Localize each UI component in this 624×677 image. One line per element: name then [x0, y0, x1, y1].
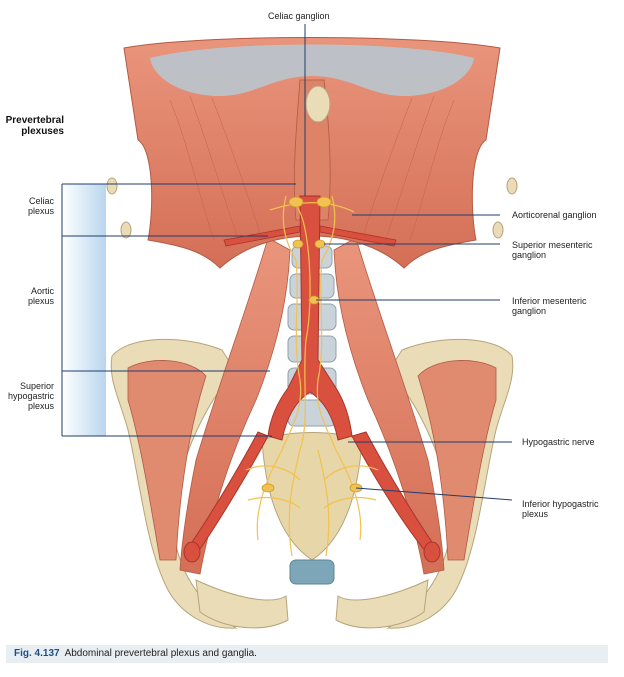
inferior-mesenteric-line-1: Inferior mesenteric — [512, 296, 587, 306]
rib-ends — [106, 177, 518, 239]
superior-hypogastric-plexus-label: Superior hypogastric plexus — [4, 381, 54, 411]
inferior-hypogastric-plexus-label: Inferior hypogastric plexus — [522, 499, 599, 519]
nerve-plexus — [245, 195, 379, 557]
plexus-bracket — [62, 184, 106, 436]
inferior-hypogastric-line-2: plexus — [522, 509, 549, 519]
central-tendon — [150, 44, 474, 96]
esophageal-hiatus — [305, 85, 331, 123]
superior-mesenteric-ganglion-label: Superior mesenteric ganglion — [512, 240, 593, 260]
superior-hypogastric-line-3: plexus — [27, 401, 54, 411]
superior-hypogastric-line-1: Superior — [19, 381, 54, 391]
left-iliac-cut-end — [183, 541, 201, 563]
celiac-ganglion-label: Celiac ganglion — [268, 11, 330, 21]
superior-mesenteric-line-2: ganglion — [512, 250, 547, 260]
pubic-symphysis — [289, 559, 335, 585]
superior-mesenteric-line-1: Superior mesenteric — [512, 240, 593, 250]
figure-caption: Fig. 4.137 Abdominal prevertebral plexus … — [6, 645, 608, 663]
figure-number: Fig. 4.137 — [14, 648, 60, 659]
pubic-region — [195, 579, 429, 629]
celiac-plexus-line-2: plexus — [27, 206, 54, 216]
right-psoas-muscle — [333, 237, 445, 575]
celiac-plexus-label: Celiac plexus — [4, 196, 54, 216]
inferior-mesenteric-line-2: ganglion — [512, 306, 547, 316]
celiac-plexus-line-1: Celiac — [28, 196, 54, 206]
heading-line-2: plexuses — [21, 126, 64, 137]
left-psoas-muscle — [179, 237, 291, 575]
right-iliacus-muscle — [417, 360, 497, 561]
left-iliacus-muscle — [127, 360, 207, 561]
aortic-plexus-label: Aortic plexus — [4, 286, 54, 306]
inferior-hypogastric-line-1: Inferior hypogastric — [522, 499, 599, 509]
right-iliac-cut-end — [423, 541, 441, 563]
right-leader-lines — [304, 24, 513, 501]
inferior-mesenteric-ganglion-label: Inferior mesenteric ganglion — [512, 296, 587, 316]
abdominal-aorta — [267, 195, 353, 441]
left-leader-lines — [62, 183, 296, 437]
heading-line-1: Prevertebral — [5, 115, 64, 126]
aortic-plexus-line-1: Aortic — [30, 286, 54, 296]
aorticorenal-ganglion-label: Aorticorenal ganglion — [512, 210, 597, 220]
sacrum — [261, 432, 363, 561]
caption-text: Abdominal prevertebral plexus and gangli… — [64, 648, 257, 659]
aortic-plexus-line-2: plexus — [27, 296, 54, 306]
prevertebral-plexuses-heading: Prevertebral plexuses — [4, 115, 64, 137]
hypogastric-nerve-label: Hypogastric nerve — [522, 437, 595, 447]
superior-hypogastric-line-2: hypogastric — [7, 391, 54, 401]
diaphragm-fibres — [169, 95, 455, 245]
